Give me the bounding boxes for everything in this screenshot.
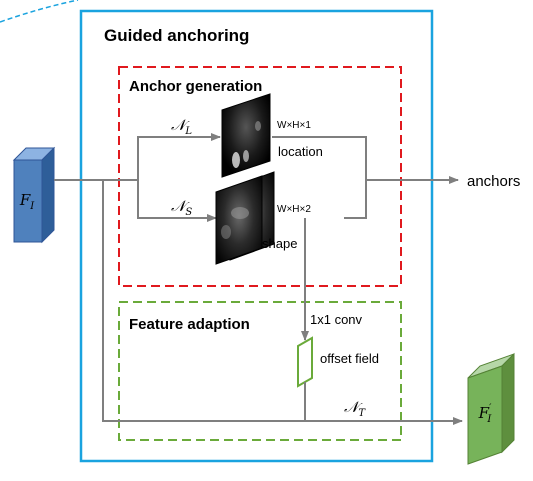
svg-text:F′I: F′I xyxy=(478,403,493,425)
location-merge-line xyxy=(272,136,367,180)
feature-adaption-box xyxy=(118,301,402,441)
conv-label: 1x1 conv xyxy=(310,312,363,327)
shape-merge-line xyxy=(344,180,367,219)
location-label: location xyxy=(278,144,323,159)
shape-op-label: 𝒩S xyxy=(171,197,192,218)
feature-adaption-arrow xyxy=(102,180,463,425)
transform-op-label: 𝒩T xyxy=(344,398,366,419)
output-feature-prime: ′ xyxy=(489,403,492,414)
guided-anchoring-box xyxy=(79,9,434,463)
location-op-label: 𝒩L xyxy=(171,116,192,137)
feature-adaption-title: Feature adaption xyxy=(129,316,250,333)
shape-map xyxy=(215,171,275,265)
shape-dims: W×H×2 xyxy=(277,204,311,215)
anchor-generation-title: Anchor generation xyxy=(129,78,262,95)
location-dims: W×H×1 xyxy=(277,120,311,131)
output-feature-name: F xyxy=(478,404,490,422)
shape-branch-arrow xyxy=(137,180,217,222)
guided-anchoring-title: Guided anchoring xyxy=(104,26,249,45)
location-map xyxy=(221,93,271,178)
anchors-label: anchors xyxy=(467,173,520,190)
external-connector-line xyxy=(0,0,79,23)
input-feature-map: FI xyxy=(12,146,56,244)
input-feature-sub: I xyxy=(29,201,35,212)
offset-field-shape xyxy=(297,336,313,388)
output-feature-map: F′I xyxy=(467,352,515,465)
offset-field-label: offset field xyxy=(320,351,379,366)
location-branch-arrow xyxy=(137,133,221,180)
output-feature-sub: I xyxy=(486,414,492,425)
anchor-generation-box xyxy=(118,66,402,287)
shape-label: shape xyxy=(262,236,297,251)
input-feature-name: F xyxy=(19,191,31,209)
svg-text:FI: FI xyxy=(19,191,35,212)
